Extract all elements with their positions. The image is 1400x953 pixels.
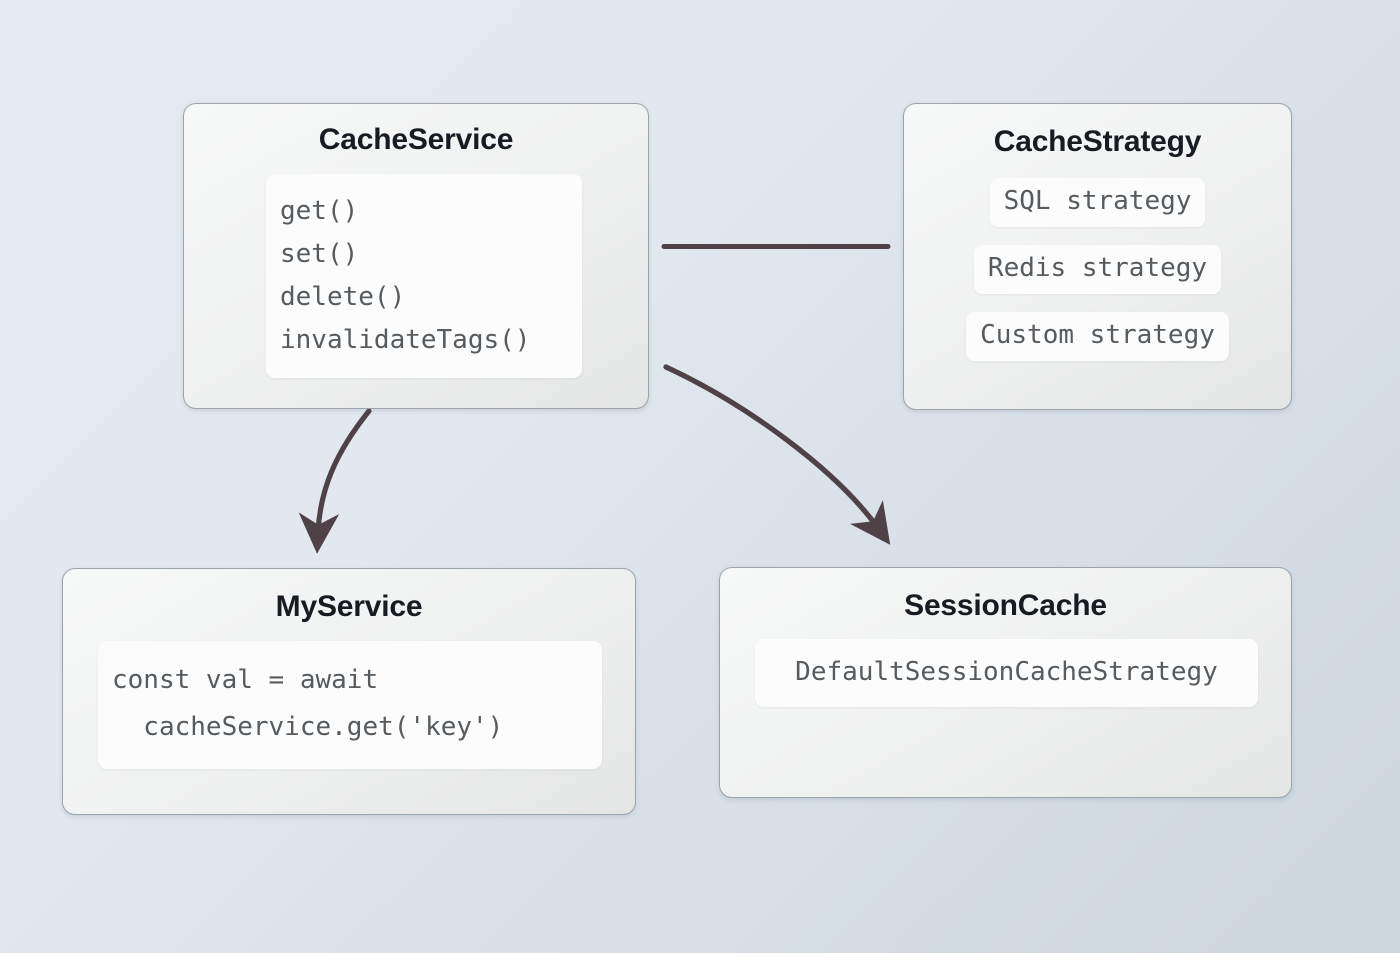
card-title-cache-service: CacheService [318, 123, 514, 156]
cache-service-method-list: get() set() delete() invalidateTags() [266, 174, 582, 378]
card-session-cache[interactable]: SessionCache DefaultSessionCacheStrategy [719, 567, 1292, 798]
strategy-pill-custom: Custom strategy [966, 312, 1229, 361]
strategy-pill-sql: SQL strategy [989, 178, 1206, 227]
card-title-my-service: MyService [275, 590, 423, 623]
edge-cache-service-to-my-service [298, 408, 372, 554]
session-cache-strategy-label: DefaultSessionCacheStrategy [795, 657, 1218, 687]
card-title-session-cache: SessionCache [904, 589, 1107, 622]
card-cache-service[interactable]: CacheService get() set() delete() invali… [183, 103, 649, 409]
cache-service-method: invalidateTags() [280, 325, 531, 355]
my-service-code-block: const val = await cacheService.get('key'… [98, 641, 602, 769]
my-service-code-line: cacheService.get('key') [112, 712, 504, 742]
session-cache-strategy-block: DefaultSessionCacheStrategy [755, 639, 1258, 707]
card-title-cache-strategy: CacheStrategy [993, 125, 1202, 158]
card-cache-strategy[interactable]: CacheStrategy SQL strategy Redis strateg… [903, 103, 1292, 410]
cache-service-method: get() [280, 196, 359, 226]
card-my-service[interactable]: MyService const val = await cacheService… [62, 568, 636, 815]
edge-cache-service-to-session-cache [663, 364, 891, 545]
cache-service-method: set() [280, 239, 359, 269]
cache-service-method: delete() [280, 282, 406, 312]
my-service-code-line: const val = await [112, 665, 379, 695]
cache-strategy-list: SQL strategy Redis strategy Custom strat… [904, 178, 1291, 379]
strategy-pill-redis: Redis strategy [973, 245, 1222, 294]
